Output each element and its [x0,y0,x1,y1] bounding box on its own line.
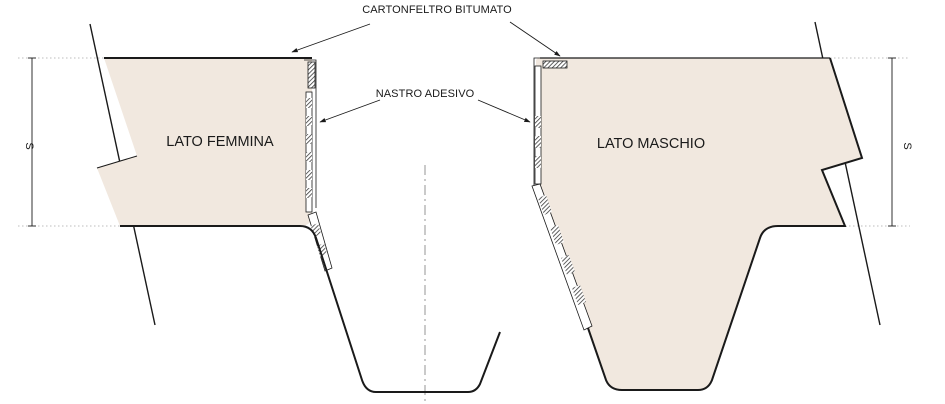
callout-arrows [291,21,561,123]
gutter-profile [120,225,501,393]
panel-maschio [531,57,864,391]
label-lato-femmina: LATO FEMMINA [166,134,274,150]
label-dimension-left: S [23,142,35,149]
label-lato-maschio: LATO MASCHIO [597,136,705,152]
label-nastro: NASTRO ADESIVO [376,88,475,100]
tape-strip-maschio [534,65,542,185]
tape-diagonal-maschio [531,183,593,331]
dimension-right [888,57,896,227]
panel-femmina [96,57,333,272]
tape-diagonal-femmina [307,211,333,272]
tape-strip-femmina [305,91,313,213]
label-cartonfeltro: CARTONFELTRO BITUMATO [362,4,512,16]
label-dimension-right: S [901,142,913,149]
dimension-left [28,57,36,227]
